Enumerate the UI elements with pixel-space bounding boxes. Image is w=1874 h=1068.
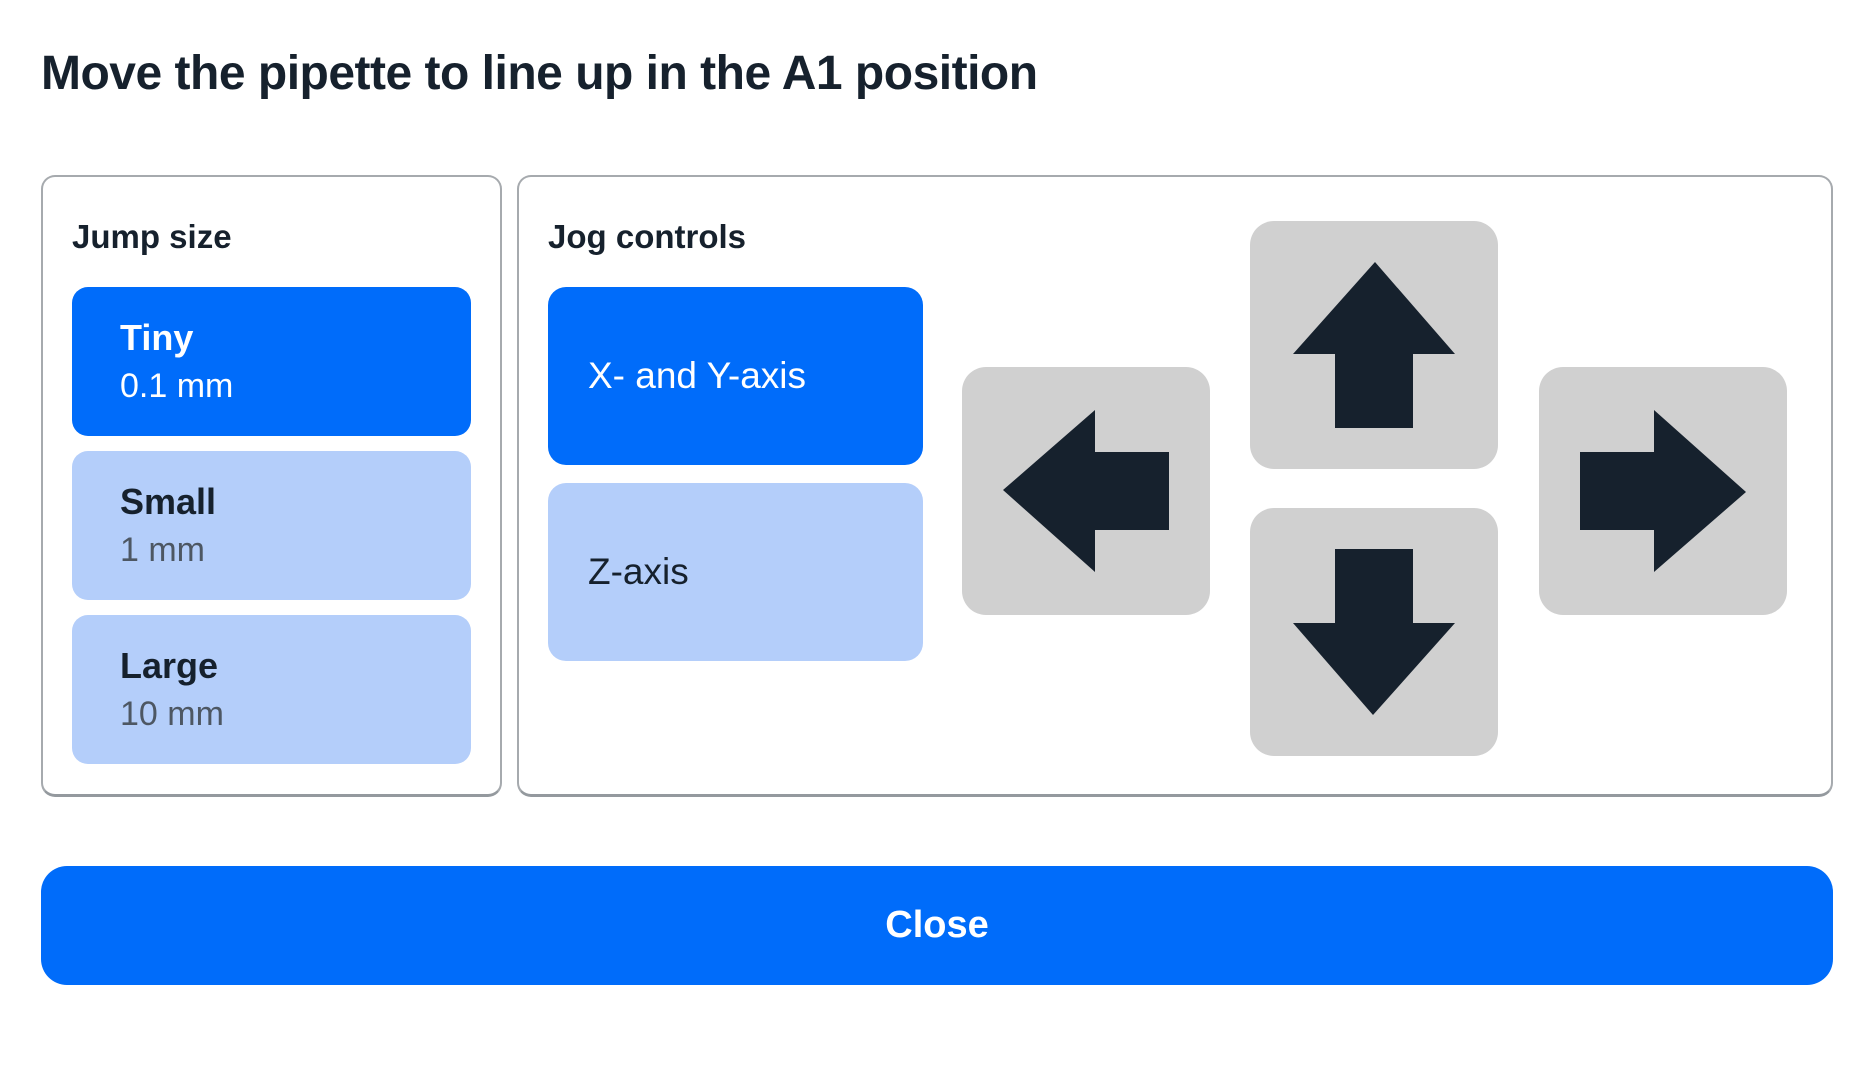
close-button[interactable]: Close [41, 866, 1833, 985]
jog-left-button[interactable] [962, 367, 1210, 615]
jog-up-button[interactable] [1250, 221, 1498, 469]
jog-modal: Move the pipette to line up in the A1 po… [0, 44, 1874, 985]
jog-controls-label: Jog controls [548, 218, 747, 255]
arrow-up-icon [1293, 262, 1455, 428]
jump-size-option-value: 0.1 mm [120, 367, 234, 406]
jump-size-option-name: Tiny [120, 316, 194, 358]
jump-size-options: Tiny 0.1 mm Small 1 mm Large 10 mm [72, 287, 471, 764]
jump-size-panel: Jump size Tiny 0.1 mm Small 1 mm Large 1… [41, 175, 502, 797]
jog-controls-panel: Jog controls X- and Y-axis Z-axis [517, 175, 1833, 797]
axis-z-button[interactable]: Z-axis [548, 483, 923, 661]
arrow-left-icon [1003, 408, 1169, 574]
jump-size-option-value: 1 mm [120, 531, 205, 570]
jog-right-button[interactable] [1539, 367, 1787, 615]
panels-row: Jump size Tiny 0.1 mm Small 1 mm Large 1… [41, 175, 1833, 797]
axis-xy-button[interactable]: X- and Y-axis [548, 287, 923, 465]
jump-size-large-button[interactable]: Large 10 mm [72, 615, 471, 764]
page-title: Move the pipette to line up in the A1 po… [41, 47, 1038, 100]
arrow-right-icon [1580, 408, 1746, 574]
arrow-down-icon [1293, 549, 1455, 715]
jump-size-option-name: Small [120, 480, 217, 522]
jump-size-option-value: 10 mm [120, 695, 224, 734]
jump-size-option-name: Large [120, 644, 219, 686]
jump-size-label: Jump size [72, 218, 232, 255]
jump-size-small-button[interactable]: Small 1 mm [72, 451, 471, 600]
jump-size-tiny-button[interactable]: Tiny 0.1 mm [72, 287, 471, 436]
jog-down-button[interactable] [1250, 508, 1498, 756]
